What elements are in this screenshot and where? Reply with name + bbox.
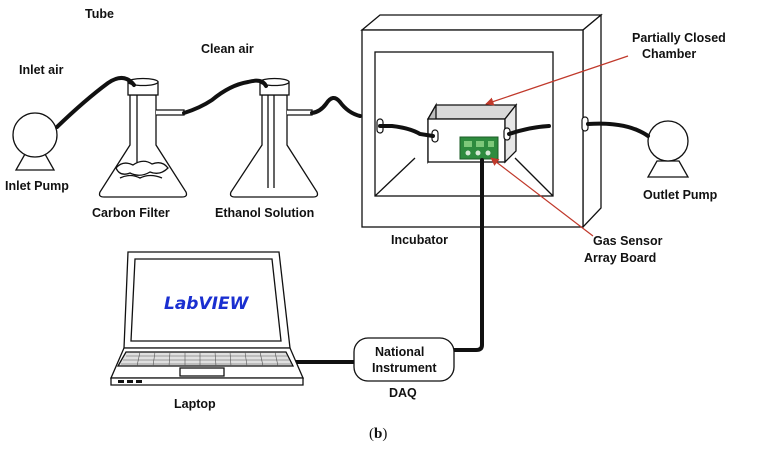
sensor-callout-arrow <box>490 157 594 237</box>
outlet-pump-label: Outlet Pump <box>643 188 718 202</box>
carbon-filter-label: Carbon Filter <box>92 206 170 220</box>
incubator-label: Incubator <box>391 233 448 247</box>
daq-box <box>353 337 455 382</box>
chamber-label-line1: Partially Closed <box>632 31 726 45</box>
carbon-filter-flask-icon <box>98 77 188 198</box>
inlet-pump-label: Inlet Pump <box>5 179 69 193</box>
daq-label-line1: National <box>375 345 424 359</box>
tube-label: Tube <box>85 7 114 21</box>
air-tubes <box>55 76 650 364</box>
laptop-label: Laptop <box>174 397 216 411</box>
sensor-label-line2: Array Board <box>584 251 656 265</box>
sensor-label-line1: Gas Sensor <box>593 234 663 248</box>
ethanol-solution-flask-icon <box>229 77 319 198</box>
figure-caption: (b) <box>369 426 387 442</box>
daq-label-line2: Instrument <box>372 361 437 375</box>
chamber-callout-arrow <box>485 55 629 106</box>
clean-air-label: Clean air <box>201 42 254 56</box>
labview-screen-text: LabVIEW <box>164 294 250 314</box>
caption-close-paren: ) <box>382 426 387 442</box>
gas-sensor-array-board <box>459 136 499 160</box>
laptop-icon <box>110 251 304 386</box>
daq-label: DAQ <box>389 386 417 400</box>
chamber-label-line2: Chamber <box>642 47 696 61</box>
inlet-pump-icon <box>12 112 58 171</box>
laptop-keyboard-keys <box>121 351 292 367</box>
inlet-air-label: Inlet air <box>19 63 64 77</box>
outlet-pump-icon <box>646 120 690 178</box>
caption-letter: b <box>374 426 382 442</box>
caption-open-paren: ( <box>369 426 374 442</box>
ethanol-solution-label: Ethanol Solution <box>215 206 314 220</box>
